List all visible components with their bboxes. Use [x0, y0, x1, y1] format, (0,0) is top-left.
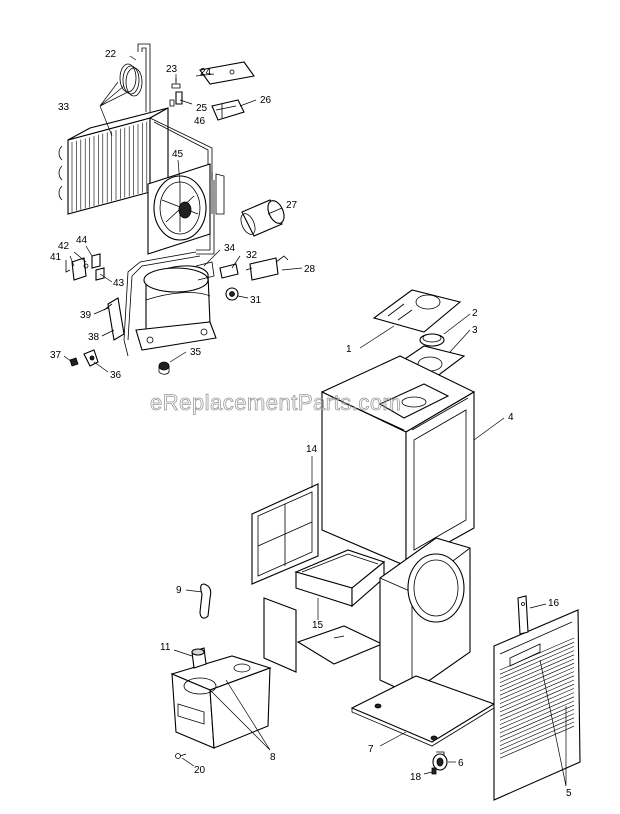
callout-8: 8 — [270, 752, 276, 763]
callout-20: 20 — [194, 765, 206, 776]
callout-11: 11 — [160, 642, 171, 653]
overload-32 — [219, 263, 239, 279]
condenser-coil — [58, 107, 169, 215]
water-tray-15 — [294, 549, 386, 608]
caster-6 — [432, 751, 448, 771]
knob-2 — [419, 333, 445, 347]
callout-46: 46 — [194, 116, 206, 127]
screw-18 — [431, 767, 437, 775]
callout-32: 32 — [246, 250, 258, 261]
callout-23: 23 — [166, 64, 178, 75]
callout-14: 14 — [306, 444, 318, 455]
callout-37: 37 — [50, 350, 62, 361]
grommet-35 — [158, 361, 170, 375]
callout-36: 36 — [110, 370, 122, 381]
handle-16 — [517, 595, 529, 635]
relay-26 — [211, 99, 245, 121]
callout-2: 2 — [472, 308, 478, 319]
callout-24: 24 — [200, 67, 212, 78]
float-11 — [191, 647, 207, 669]
callout-38: 38 — [88, 332, 100, 343]
callout-5: 5 — [566, 788, 572, 799]
bottom-panel — [296, 625, 384, 665]
leader-lines — [63, 55, 567, 787]
terminal-cover-31 — [225, 287, 239, 301]
side-panel — [263, 597, 297, 673]
callout-31: 31 — [250, 295, 262, 306]
bracket-41-42-43-44 — [65, 253, 105, 281]
callout-25: 25 — [196, 103, 208, 114]
base-7 — [350, 675, 496, 747]
callout-33: 33 — [58, 102, 70, 113]
small-parts-23-25-46 — [169, 78, 183, 107]
callout-28: 28 — [304, 264, 316, 275]
callout-15: 15 — [312, 620, 324, 631]
callout-42: 42 — [58, 241, 70, 252]
capillary-tube-22 — [119, 43, 151, 112]
callout-16: 16 — [548, 598, 560, 609]
compressor-34 — [135, 261, 217, 351]
callout-labels: 22 33 23 24 25 46 26 45 27 34 32 28 31 3… — [50, 49, 572, 799]
callout-26: 26 — [260, 95, 272, 106]
screw-37 — [69, 357, 79, 367]
callout-18: 18 — [410, 772, 422, 783]
fan-motor-assembly — [147, 163, 225, 255]
drain-hook-9 — [199, 583, 212, 619]
watermark: eReplacementParts.com — [150, 390, 401, 415]
water-bucket-8 — [170, 655, 272, 749]
top-plate-1 — [372, 289, 462, 333]
callout-39: 39 — [80, 310, 92, 321]
callout-35: 35 — [190, 347, 202, 358]
inner-housing — [379, 537, 471, 695]
capacitor-27 — [240, 199, 285, 237]
callout-34: 34 — [224, 243, 236, 254]
callout-9: 9 — [176, 585, 182, 596]
callout-6: 6 — [458, 758, 464, 769]
part-20 — [175, 753, 187, 759]
callout-7: 7 — [368, 744, 374, 755]
callout-41: 41 — [50, 252, 62, 263]
callout-27: 27 — [286, 200, 298, 211]
callout-3: 3 — [472, 325, 478, 336]
air-filter-14 — [251, 483, 319, 585]
callout-44: 44 — [76, 235, 88, 246]
callout-1: 1 — [346, 344, 352, 355]
cabinet-shell-4 — [320, 355, 476, 567]
callout-45: 45 — [172, 149, 184, 160]
callout-4: 4 — [508, 412, 514, 423]
callout-22: 22 — [105, 49, 117, 60]
start-relay-28 — [245, 255, 289, 281]
control-board-24 — [199, 61, 255, 85]
front-grille-5 — [493, 609, 581, 801]
callout-43: 43 — [113, 278, 125, 289]
refrigerant-tubing — [123, 117, 215, 357]
